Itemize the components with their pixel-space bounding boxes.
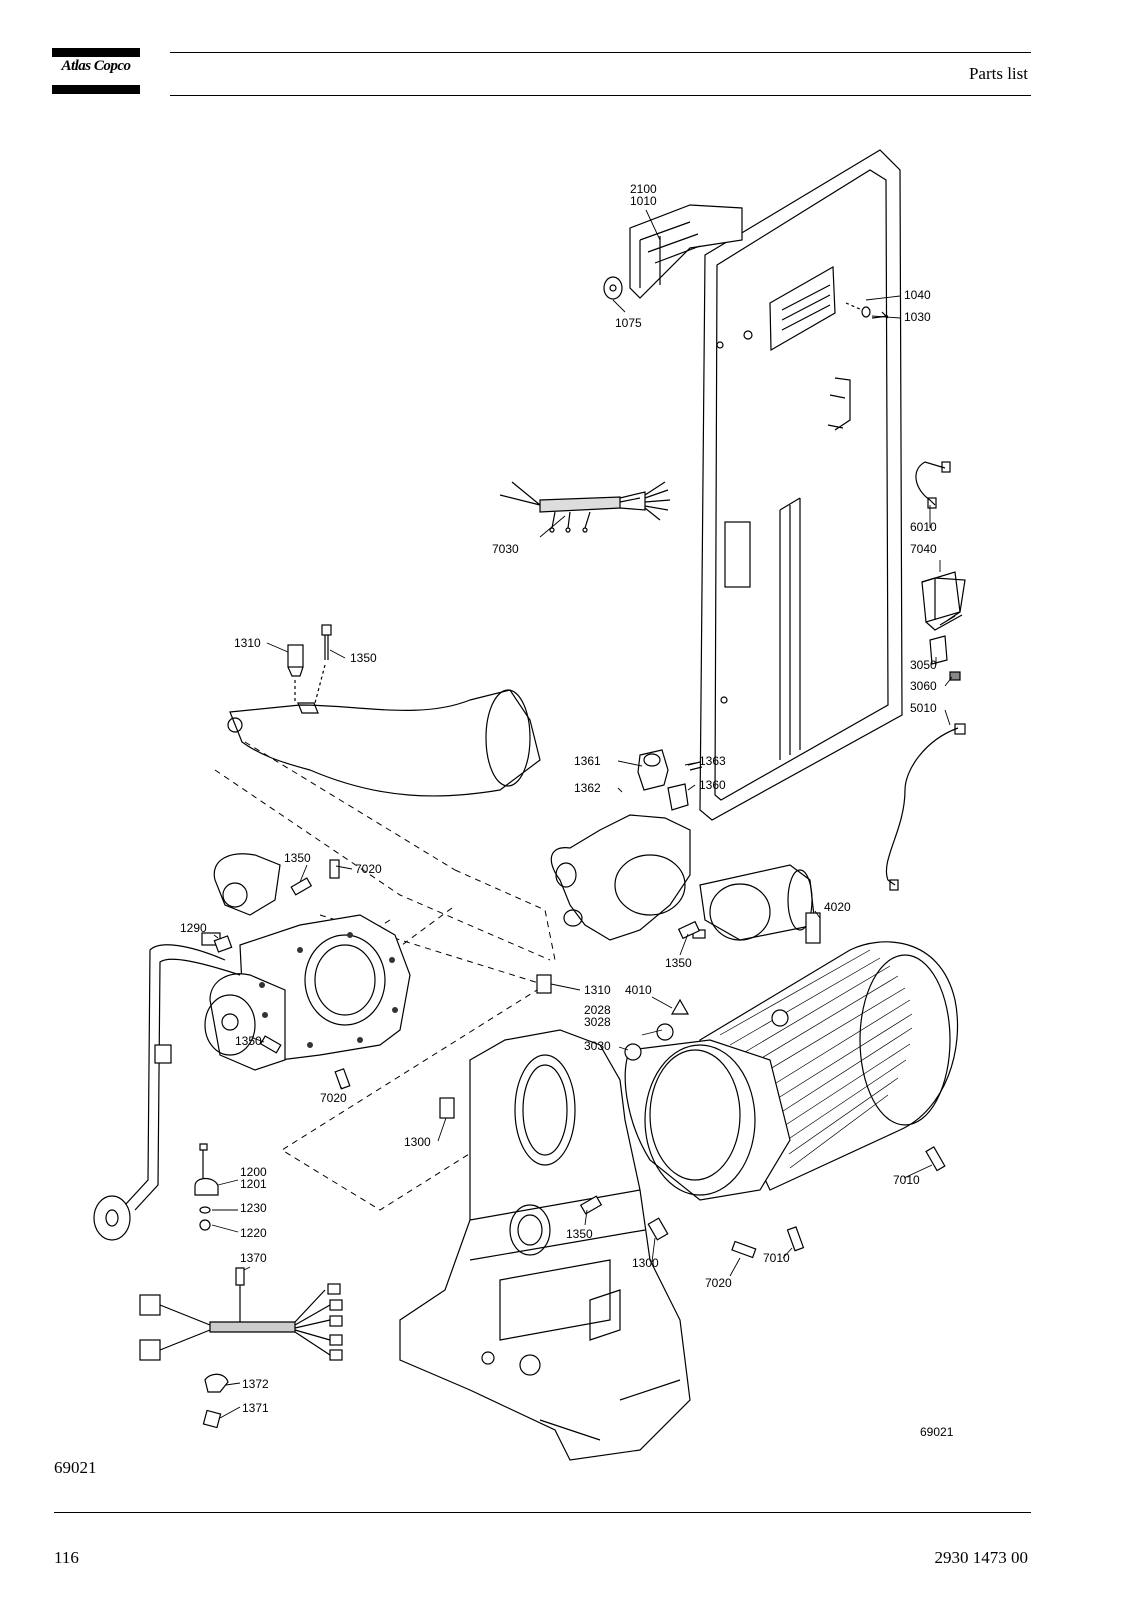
label-7030: 7030 — [492, 542, 519, 556]
footer-rule — [54, 1512, 1031, 1513]
label-1030: 1030 — [904, 310, 931, 324]
label-1371: 1371 — [242, 1401, 269, 1415]
label-4020: 4020 — [824, 900, 851, 914]
leader-lines — [211, 209, 953, 1419]
label-1362: 1362 — [574, 781, 601, 795]
oil-pipe — [93, 944, 241, 1241]
module-7040 — [921, 571, 966, 681]
header-rule-bottom — [170, 95, 1031, 96]
label-1361: 1361 — [574, 754, 601, 768]
label-1300-bottom: 1300 — [632, 1256, 659, 1270]
label-1370: 1370 — [240, 1251, 267, 1265]
label-1290: 1290 — [180, 921, 207, 935]
cable-6010 — [915, 461, 951, 509]
label-3028: 3028 — [584, 1015, 611, 1029]
label-1010: 1010 — [630, 194, 657, 208]
label-4010: 4010 — [625, 983, 652, 997]
cable-5010 — [885, 723, 966, 891]
label-1350-right: 1350 — [665, 956, 692, 970]
label-7010-right: 7010 — [893, 1173, 920, 1187]
intake-elbow — [227, 664, 541, 797]
wiring-harness-1370 — [139, 1267, 343, 1429]
label-1201: 1201 — [240, 1177, 267, 1191]
door-panel — [699, 149, 903, 821]
label-7020-mid: 7020 — [355, 862, 382, 876]
label-1360: 1360 — [699, 778, 726, 792]
page-number: 116 — [54, 1548, 79, 1567]
logo-text: Atlas Copco — [61, 58, 131, 74]
label-1372: 1372 — [242, 1377, 269, 1391]
document-number: 2930 1473 00 — [934, 1548, 1029, 1567]
label-2100: 2100 — [630, 182, 657, 196]
sensors-top — [287, 624, 332, 677]
wiring-harness-7030 — [499, 481, 671, 533]
figure-id-in-diagram: 69021 — [920, 1425, 954, 1439]
label-1350-mid: 1350 — [284, 851, 311, 865]
label-3050: 3050 — [910, 658, 937, 672]
solenoid-valve — [637, 749, 703, 811]
label-6010: 6010 — [910, 520, 937, 534]
small-parts-left — [194, 1143, 219, 1231]
label-1363: 1363 — [699, 754, 726, 768]
label-2028: 2028 — [584, 1003, 611, 1017]
label-3060: 3060 — [910, 679, 937, 693]
label-3030: 3030 — [584, 1039, 611, 1053]
label-7010-bottom: 7010 — [763, 1251, 790, 1265]
label-1310-mid: 1310 — [584, 983, 611, 997]
label-1040: 1040 — [904, 288, 931, 302]
logo-bar-top — [52, 48, 140, 57]
atlas-copco-logo: Atlas Copco — [52, 48, 140, 94]
label-1220: 1220 — [240, 1226, 267, 1240]
label-1310-top: 1310 — [234, 636, 261, 650]
drive-housing-frame — [399, 1029, 691, 1461]
label-7020-left: 7020 — [320, 1091, 347, 1105]
label-1075: 1075 — [615, 316, 642, 330]
label-7020-bottom: 7020 — [705, 1276, 732, 1290]
compressor-element — [201, 853, 411, 1071]
part-labels: 2100 1010 1040 1030 1075 6010 7040 7030 … — [180, 182, 954, 1439]
header-rule-top — [170, 52, 1031, 53]
figure-reference: 69021 — [54, 1458, 97, 1477]
label-1350-left: 1350 — [235, 1034, 262, 1048]
label-1300-mid: 1300 — [404, 1135, 431, 1149]
page-header-title: Parts list — [968, 64, 1028, 83]
logo-bar-bottom — [52, 85, 140, 94]
label-1350-bottom: 1350 — [566, 1227, 593, 1241]
cable-block-2100 — [603, 204, 743, 300]
label-1200: 1200 — [240, 1165, 267, 1179]
drive-motor — [624, 941, 959, 1201]
label-1230: 1230 — [240, 1201, 267, 1215]
fittings — [213, 859, 946, 1259]
valve-housing-right — [550, 814, 816, 941]
label-7040: 7040 — [910, 542, 937, 556]
label-1350-top: 1350 — [350, 651, 377, 665]
label-5010: 5010 — [910, 701, 937, 715]
